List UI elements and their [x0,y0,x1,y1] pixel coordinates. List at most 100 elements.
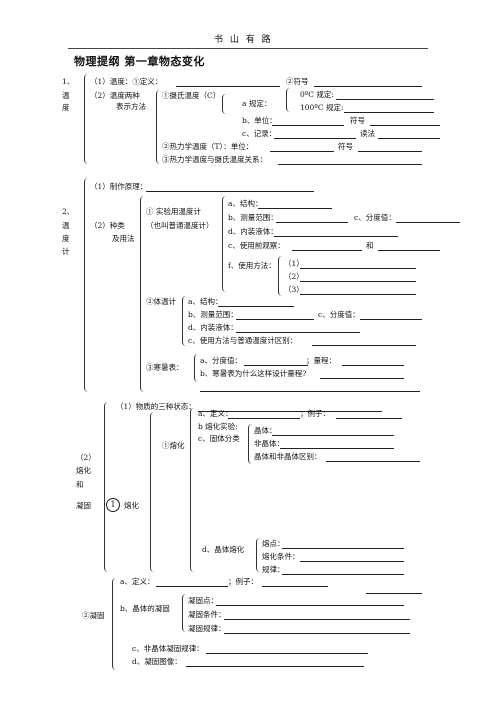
s1-unit-label: b、单位： [242,116,277,125]
s1-definition-label: （1）温度：①定义： [90,77,163,86]
s2-lab-a: ① 实验用温度计 [146,207,201,216]
s2-cold-div-blank [244,365,308,366]
s2-structure-blank [258,208,332,209]
s4-graph-label: d、凝固图像： [132,657,182,666]
s3-experiment-label: b 熔化实验: [198,422,238,431]
s1-thermo-label: ②热力学温度（T）：单位： [162,142,254,151]
s3-states-blank [198,411,382,412]
s3-circle-number: 1 [106,498,120,512]
s2-body-thermometer: ②体温计 [146,297,176,306]
s4-def-blank [156,586,228,587]
s1-two-ways-b: 表示方法 [116,102,146,111]
s3-melt-sub-brace [190,408,197,572]
s1-unit-blank [272,125,344,126]
s3-example-blank [336,418,402,419]
s4-example-blank [262,586,328,587]
s2-lab-b: （也叫普通温度计） [146,221,214,230]
s1-symbol-label: ②符号 [286,77,309,86]
page-header: 书 山 有 路 [214,35,273,45]
s2-vert-1: 温 [62,221,70,230]
s2-body-range-blank [236,319,314,320]
s2-kinds-brace [140,196,147,392]
s3-diff-blank [326,461,420,462]
s2-cold-label: ③寒暑表： [146,363,184,372]
s2-principle-label: （1）制作原理： [90,182,148,191]
s4-def-label: a、定义： [120,577,155,586]
s2-body-diff-label: c、使用方法与普通温度计区别： [188,336,298,345]
s2-lab-brace [222,196,229,292]
s4-fpoint-label: 凝固点： [188,596,218,605]
s3-left-b: 熔化 [76,466,91,475]
s3-crystal-label: 晶体： [254,426,277,435]
s4-cryst-label: b、晶体的凝固 [120,604,170,613]
s3-crystal-melt-label: d、晶体熔化 [202,545,245,554]
s2-cold-brace [194,354,201,382]
s2-step-2-blank [300,281,416,282]
s4-amorph-blank [206,653,368,654]
s2-liquid-label: d、内装液体： [228,227,278,236]
s3-def-blank [228,418,300,419]
s1-thermo-unit-blank [270,151,334,152]
s2-step-2: （2） [284,272,304,281]
s3-left-d: 凝固 [76,501,91,510]
s1-relation-blank [278,164,422,165]
s4-frule-blank [224,633,410,634]
s3-example-label: ；例子： [300,409,330,418]
s1-celsius-brace [222,94,229,114]
s3-amorph-label: 非晶体： [254,439,284,448]
s3-mrule-label: 规律： [262,565,285,574]
s2-brace [84,178,91,392]
s3-mcond-blank [300,561,404,562]
document-title: 物理提纲 第一章物态变化 [74,55,205,68]
s2-before-label: c、使用前观察： [228,241,285,250]
s2-number: 2、 [62,207,75,216]
s2-usage-brace [278,256,285,296]
s4-frule-label: 凝固规律： [188,624,226,633]
s1-rule-label: a 规定： [242,99,272,108]
s3-classify-label: c、固体分类 [198,434,240,443]
s1-celsius-label: ①摄氏温度（C） [162,91,221,100]
s2-body-liquid-blank [236,332,360,333]
s2-body-div-label: c、分度值： [318,310,360,319]
s1-unit-symbol-blank [370,125,440,126]
s2-vert-2: 度 [62,234,70,243]
s4-extra-blank [366,593,422,594]
s1-brace [84,74,91,164]
s1-record-blank [274,138,356,139]
s2-body-div-blank [360,319,422,320]
s2-body-structure-label: a、结构： [188,297,223,306]
s4-amorph-label: c、非晶体凝固规律： [132,644,204,653]
s3-left-c: 和 [76,480,84,489]
s3-brace [104,402,111,572]
s2-cold-why-blank-2 [200,391,420,392]
s2-body-diff-blank [312,345,416,346]
s4-solid-label: ②凝固 [82,611,105,620]
s2-kinds-b: 及用法 [112,234,135,243]
s1-record-label: c、记录： [242,129,277,138]
s3-diff-label: 晶体和非晶体区别： [254,452,322,461]
s2-range-blank [276,222,348,223]
s2-step-3-blank [300,294,416,295]
s2-cold-range-label: ；量程： [306,356,336,365]
s4-brace [112,578,119,670]
header-rule [68,48,428,49]
s4-fpoint-blank [216,605,404,606]
s1-hundred-blank [344,112,434,113]
s3-crystal-melt-brace [256,538,263,572]
s2-liquid-blank [274,236,398,237]
s3-mpoint-label: 熔点： [262,539,285,548]
s1-symbol-blank [314,86,422,87]
s3-melt-brace [150,412,157,572]
s1-number: 1、 [62,77,75,86]
s2-before-blank-2 [378,250,440,251]
s2-principle-blank [146,191,314,192]
s3-melt-label: ①熔化 [162,441,185,450]
s2-cold-why-blank-1 [320,378,404,379]
s3-classify-brace [248,424,255,464]
s4-fcond-blank [224,619,410,620]
s2-body-brace [182,296,189,346]
s2-vert-3: 计 [62,247,70,256]
s1-hundred-label: 100ºC 规定: [300,103,344,112]
s2-body-range-label: b、测量范围： [188,310,238,319]
